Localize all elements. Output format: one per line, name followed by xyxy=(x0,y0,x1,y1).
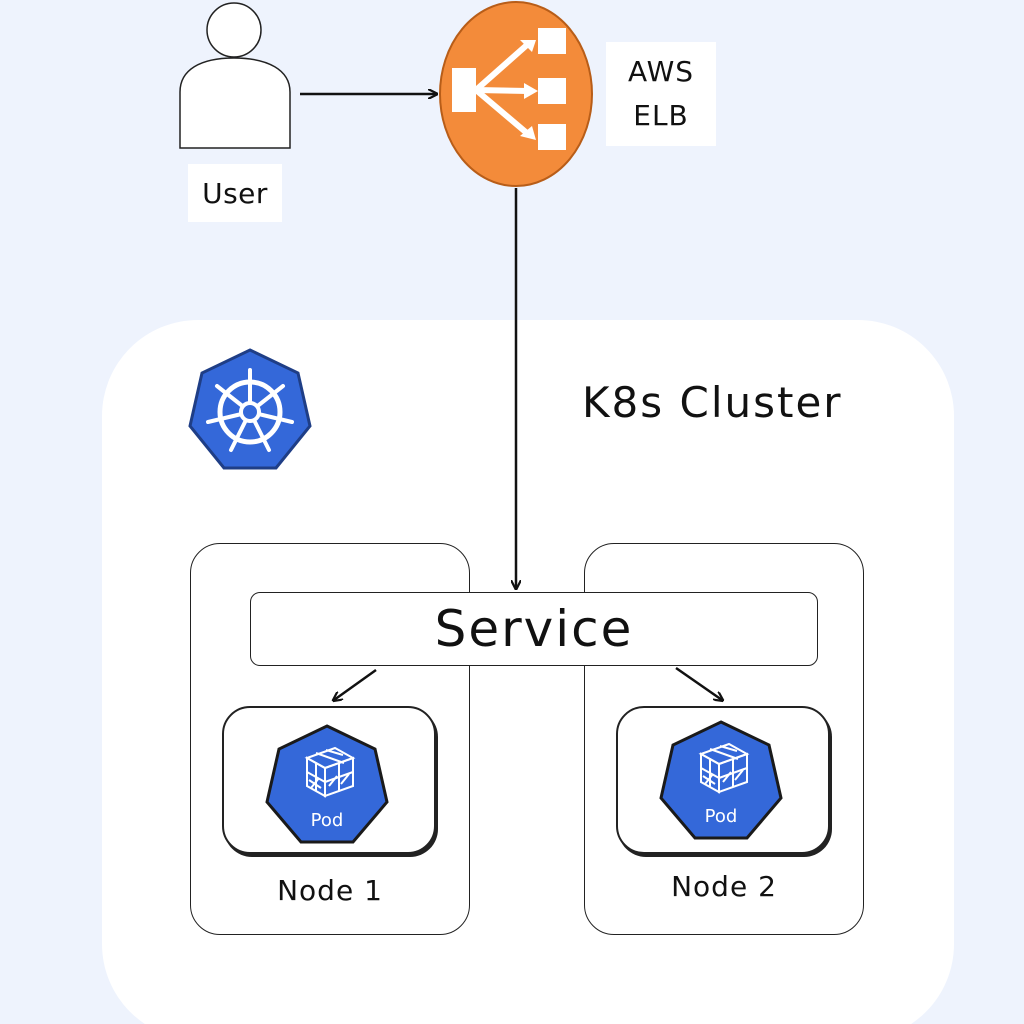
cluster-title: K8s Cluster xyxy=(582,378,843,427)
pod-icon: Pod xyxy=(265,724,389,844)
pod-label: Pod xyxy=(311,810,344,831)
kubernetes-logo-icon xyxy=(188,348,312,470)
user-label: User xyxy=(188,164,282,222)
elastic-load-balancer-icon xyxy=(439,1,593,187)
node-2-label: Node 2 xyxy=(671,870,777,903)
node-1-label: Node 1 xyxy=(277,874,383,907)
user-label-text: User xyxy=(202,176,268,210)
service-label: Service xyxy=(434,600,634,658)
user-icon xyxy=(179,2,291,149)
elb-label-line1: AWS xyxy=(627,55,695,88)
elb-label: AWS ELB xyxy=(606,42,716,146)
service-box: Service xyxy=(250,592,818,666)
pod-label: Pod xyxy=(705,806,738,827)
pod-icon: Pod xyxy=(659,720,783,840)
elb-label-line2: ELB xyxy=(633,99,689,132)
